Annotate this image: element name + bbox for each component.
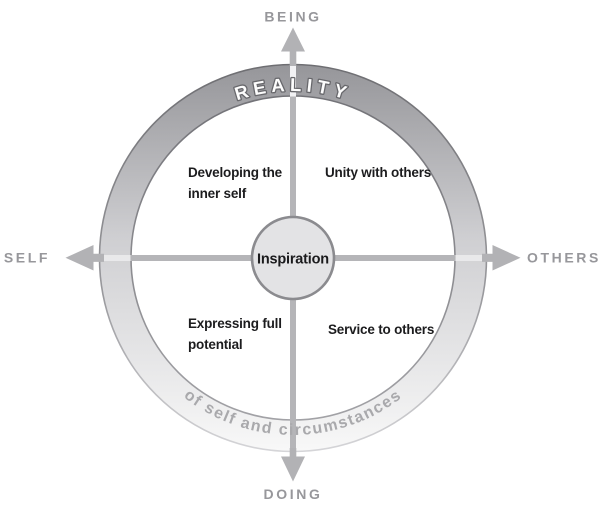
axis-label-doing: DOING [264, 486, 323, 502]
quadrant-top-left-label-line2: inner self [188, 186, 247, 201]
horizontal-divider-left-band-segment [100, 255, 131, 261]
arrow-right-icon [482, 245, 521, 271]
center-hub-label: Inspiration [257, 252, 329, 268]
quadrant-bottom-left-label-line2: potential [188, 337, 242, 352]
center-hub-circle [250, 215, 336, 301]
quadrant-top-left-label-line1: Developing the [188, 165, 283, 180]
arrow-down-icon [281, 448, 305, 482]
axis-label-being: BEING [264, 9, 321, 25]
horizontal-divider-right-band-segment [455, 255, 486, 261]
quadrant-bottom-left-label-line1: Expressing full [188, 316, 282, 331]
quadrant-bottom-right-label: Service to others [328, 322, 434, 337]
axis-label-self: SELF [4, 250, 50, 266]
axis-label-others: OTHERS [527, 250, 601, 266]
quadrant-top-right-label: Unity with others [325, 165, 431, 180]
arrow-up-icon [281, 27, 305, 66]
vertical-divider-top-band-segment [290, 65, 296, 97]
arrow-left-icon [65, 245, 104, 271]
